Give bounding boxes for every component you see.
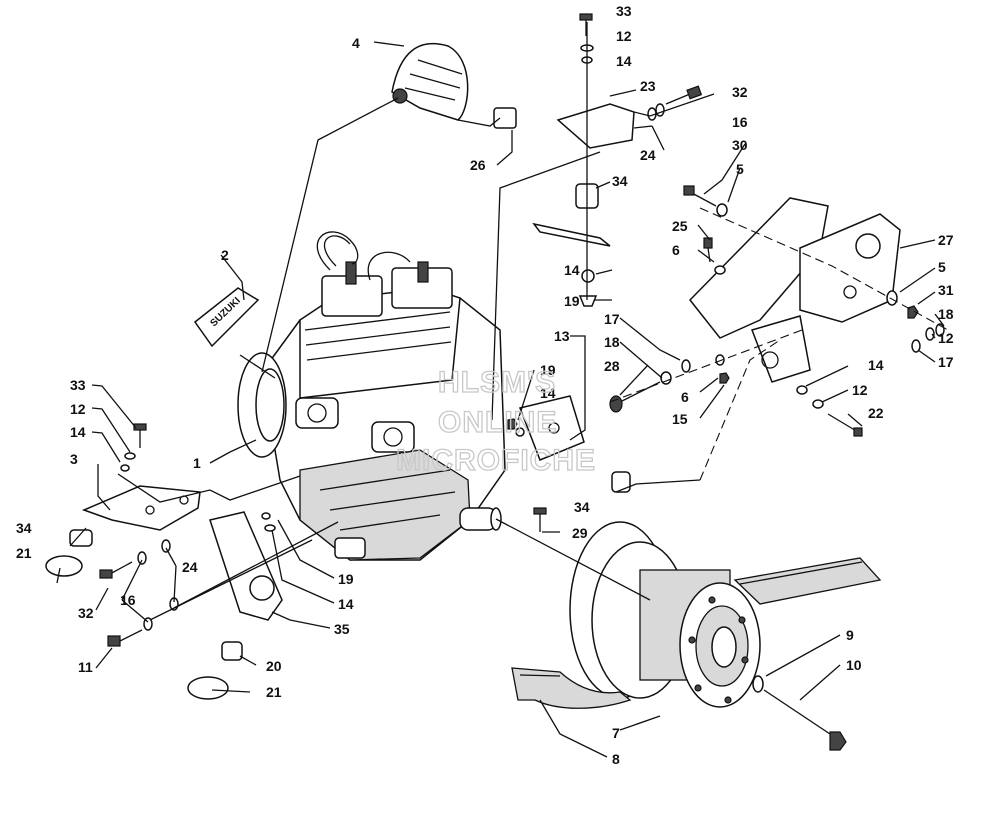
callout-9: 9	[846, 627, 854, 643]
callout-16b: 16	[120, 592, 136, 608]
callout-14b: 14	[564, 262, 580, 278]
callout-6a: 6	[672, 242, 680, 258]
callout-1: 1	[193, 455, 201, 471]
fasteners	[99, 13, 945, 751]
callout-19a: 19	[564, 293, 580, 309]
callout-27: 27	[938, 232, 954, 248]
mid-mount-bracket	[518, 395, 631, 493]
callout-29: 29	[572, 525, 588, 541]
callout-5b: 5	[938, 259, 946, 275]
callout-19c: 19	[338, 571, 354, 587]
callout-7: 7	[612, 725, 620, 741]
callout-32a: 32	[732, 84, 748, 100]
drive-clutch	[569, 521, 761, 708]
callout-34c: 34	[574, 499, 590, 515]
callout-14d: 14	[70, 424, 86, 440]
right-mount-bracket	[689, 197, 901, 383]
callout-21b: 21	[266, 684, 282, 700]
suzuki-logo-plate: SUZUKI	[193, 287, 260, 348]
cap-part-26	[493, 107, 517, 129]
callout-12d: 12	[852, 382, 868, 398]
callout-33a: 33	[616, 3, 632, 19]
callout-28: 28	[604, 358, 620, 374]
callout-30: 30	[732, 137, 748, 153]
callout-33b: 33	[70, 377, 86, 393]
watermark-line-2: ONLINE	[438, 406, 557, 439]
watermark-line-1: HLSM'S	[438, 366, 556, 399]
callout-16a: 16	[732, 114, 748, 130]
callout-5a: 5	[736, 161, 744, 177]
callout-34b: 34	[16, 520, 32, 536]
callout-17b: 17	[938, 354, 954, 370]
callout-6b: 6	[681, 389, 689, 405]
front-engine-bracket	[391, 42, 469, 121]
drive-belt	[511, 557, 882, 709]
callout-22: 22	[868, 405, 884, 421]
engine-assembly	[237, 231, 506, 561]
callout-24b: 24	[182, 559, 198, 575]
callout-12c: 12	[938, 330, 954, 346]
callout-14c: 14	[540, 385, 556, 401]
watermark: HLSM'S ONLINE MICROFICHE	[395, 365, 596, 477]
callout-34a: 34	[612, 173, 628, 189]
front-mount-plate	[209, 511, 283, 621]
callout-26: 26	[470, 157, 486, 173]
callout-18a: 18	[604, 334, 620, 350]
front-mount-damper	[187, 641, 243, 700]
callout-19b: 19	[540, 362, 556, 378]
callout-13: 13	[554, 328, 570, 344]
callout-11: 11	[78, 659, 93, 675]
callout-32b: 32	[78, 605, 94, 621]
callout-12a: 12	[616, 28, 632, 44]
upper-mount-bracket	[532, 103, 635, 307]
callout-8: 8	[612, 751, 620, 767]
callout-3: 3	[70, 451, 78, 467]
left-mount-bracket	[81, 485, 201, 531]
callout-18b: 18	[938, 306, 954, 322]
callout-4: 4	[352, 35, 360, 51]
callout-2: 2	[221, 247, 229, 263]
callout-10: 10	[846, 657, 862, 673]
left-mount-damper	[45, 529, 93, 577]
callout-labels: 1 2 3 4 5 5 6 6 7 8 9 10 11 12 12 12 12 …	[16, 3, 954, 767]
callout-14f: 14	[338, 596, 354, 612]
callout-15: 15	[672, 411, 688, 427]
callout-14e: 14	[868, 357, 884, 373]
callout-35: 35	[334, 621, 350, 637]
callout-31: 31	[938, 282, 954, 298]
callout-21a: 21	[16, 545, 32, 561]
watermark-line-3: MICROFICHE	[396, 444, 596, 477]
callout-24a: 24	[640, 147, 656, 163]
callout-23: 23	[640, 78, 656, 94]
leader-lines	[56, 22, 949, 758]
callout-12b: 12	[70, 401, 86, 417]
callout-25: 25	[672, 218, 688, 234]
callout-20: 20	[266, 658, 282, 674]
callout-14a: 14	[616, 53, 632, 69]
callout-17a: 17	[604, 311, 620, 327]
